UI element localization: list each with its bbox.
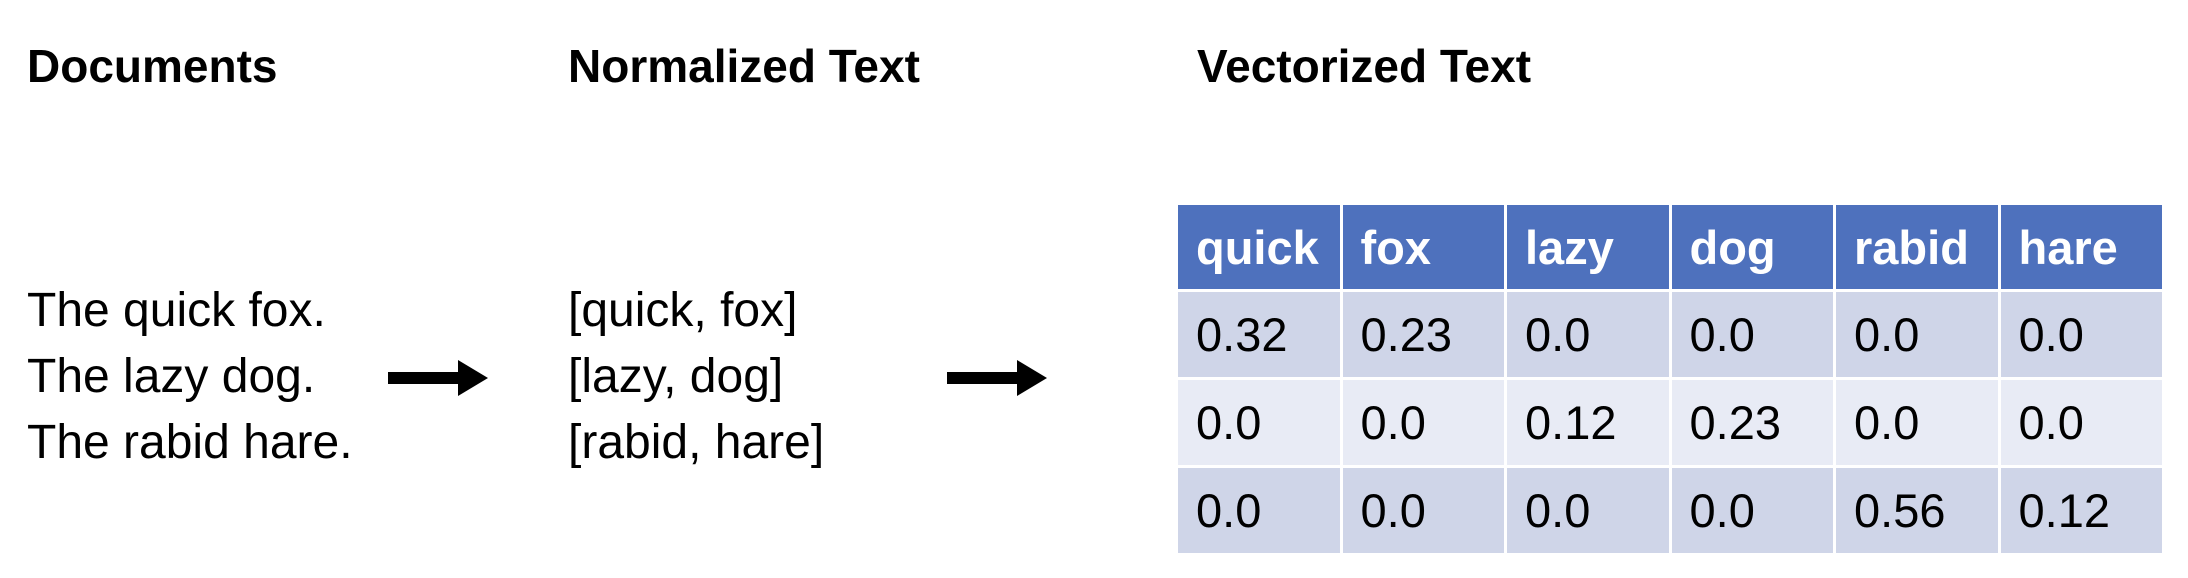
documents-heading: Documents	[27, 40, 278, 92]
table-cell: 0.0	[1997, 377, 2165, 468]
column-header-hare: hare	[1997, 202, 2165, 292]
table-row: 0.32 0.23 0.0 0.0 0.0 0.0	[1175, 289, 2165, 380]
table-row: 0.0 0.0 0.12 0.23 0.0 0.0	[1175, 377, 2165, 468]
column-header-fox: fox	[1339, 202, 1507, 292]
table-cell: 0.12	[1504, 377, 1672, 468]
vectorized-text-heading: Vectorized Text	[1197, 40, 1532, 92]
table-cell: 0.0	[1833, 289, 2001, 380]
normalized-line: [rabid, hare]	[568, 416, 825, 469]
table-cell: 0.12	[1997, 465, 2165, 556]
table-cell: 0.0	[1997, 289, 2165, 380]
table-cell: 0.0	[1339, 377, 1507, 468]
table-cell: 0.0	[1504, 289, 1672, 380]
table-cell: 0.0	[1668, 289, 1836, 380]
table-cell: 0.0	[1339, 465, 1507, 556]
table-cell: 0.23	[1339, 289, 1507, 380]
normalized-text-heading: Normalized Text	[568, 40, 920, 92]
table-cell: 0.0	[1175, 465, 1343, 556]
normalized-line: [lazy, dog]	[568, 350, 784, 403]
column-header-quick: quick	[1175, 202, 1343, 292]
right-arrow-icon	[388, 360, 488, 396]
document-line: The rabid hare.	[27, 416, 353, 469]
documents-list: The quick fox. The lazy dog. The rabid h…	[27, 278, 353, 476]
table-cell: 0.56	[1833, 465, 2001, 556]
document-line: The quick fox.	[27, 284, 326, 337]
column-header-lazy: lazy	[1504, 202, 1672, 292]
right-arrow-icon	[947, 360, 1047, 396]
document-line: The lazy dog.	[27, 350, 316, 403]
table-cell: 0.0	[1668, 465, 1836, 556]
normalized-list: [quick, fox] [lazy, dog] [rabid, hare]	[568, 278, 824, 476]
column-header-rabid: rabid	[1833, 202, 2001, 292]
vectorized-table: quick fox lazy dog rabid hare 0.32 0.23 …	[1175, 202, 2165, 556]
table-cell: 0.0	[1175, 377, 1343, 468]
table-cell: 0.23	[1668, 377, 1836, 468]
table-row: 0.0 0.0 0.0 0.0 0.56 0.12	[1175, 465, 2165, 556]
table-cell: 0.32	[1175, 289, 1343, 380]
normalized-line: [quick, fox]	[568, 284, 798, 337]
table-cell: 0.0	[1833, 377, 2001, 468]
column-header-dog: dog	[1668, 202, 1836, 292]
table-header-row: quick fox lazy dog rabid hare	[1175, 202, 2165, 292]
table-cell: 0.0	[1504, 465, 1672, 556]
